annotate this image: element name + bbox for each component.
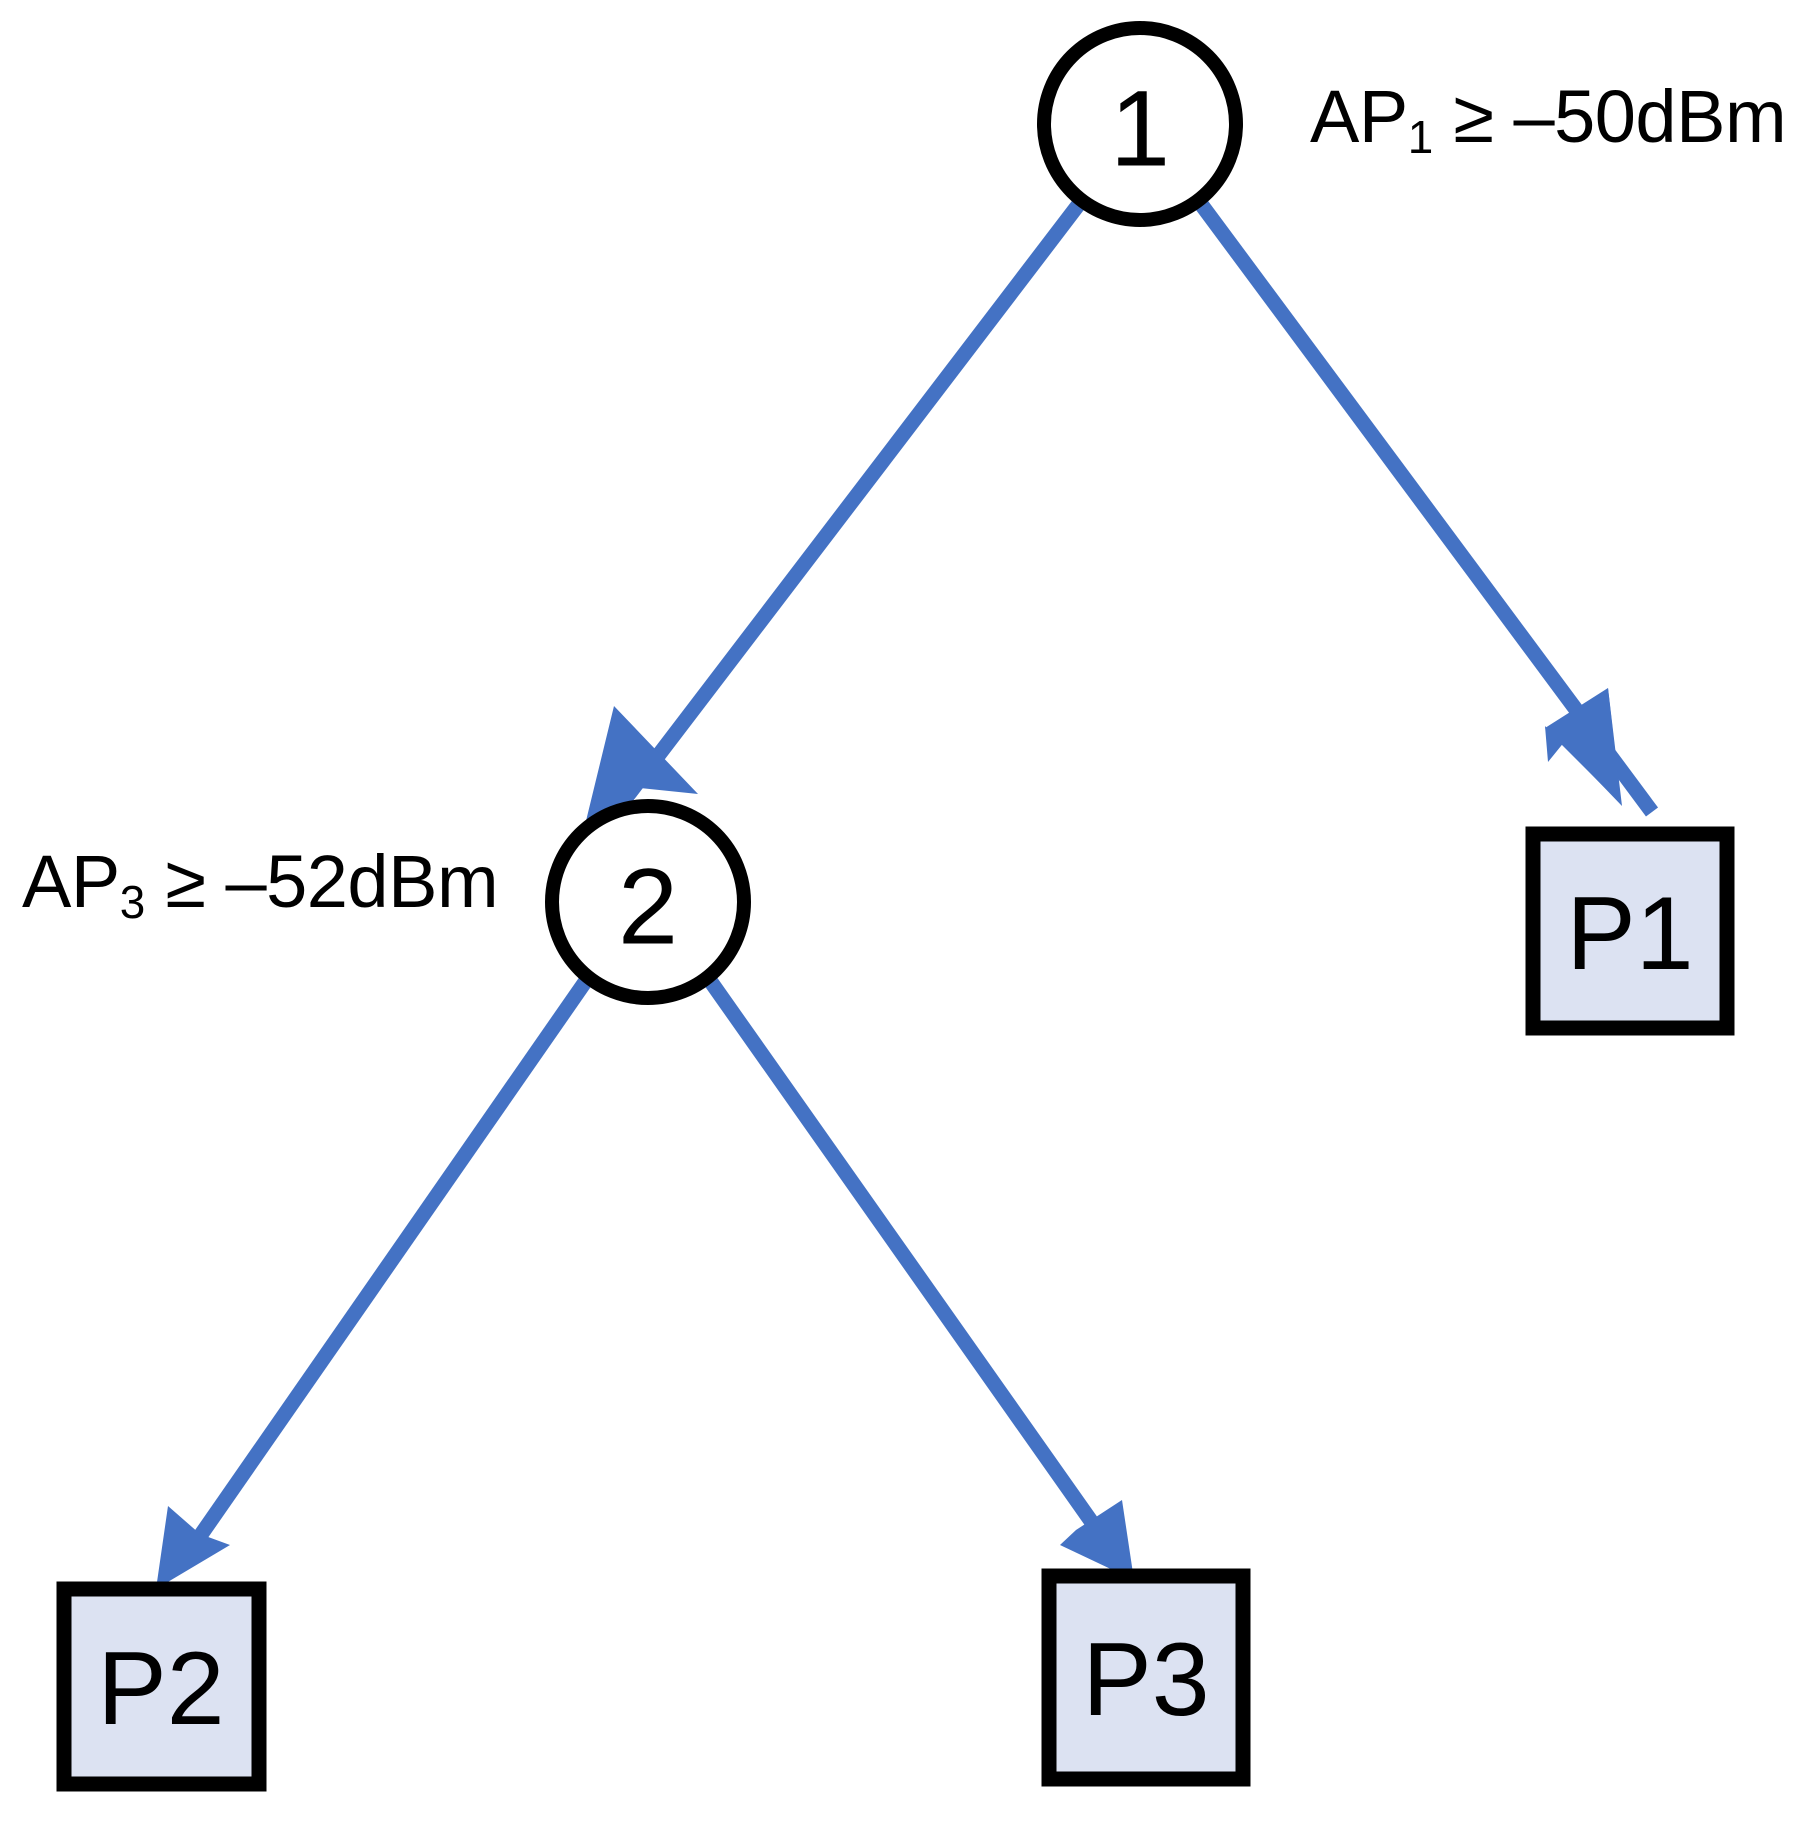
terminal-node-p1-rect [1525,826,1735,1036]
decision-node-1[interactable]: 1 [1037,21,1243,227]
arrowhead-p3 [1060,1500,1134,1580]
edge-line-node2-p3 [697,967,1117,1553]
condition-label-ap3-subscript: 3 [119,876,146,928]
condition-label-ap1-suffix: ≥ –50dBm [1433,75,1787,158]
condition-label-ap3: AP3 ≥ –52dBm [22,845,499,925]
edge-line-node2-p2 [175,967,599,1567]
terminal-node-p2-rect [56,1581,267,1792]
decision-node-2[interactable]: 2 [545,799,751,1005]
terminal-node-p2[interactable]: P2 [56,1581,267,1792]
decision-node-2-label: 2 [618,846,678,967]
condition-label-ap3-prefix: AP [22,840,120,923]
edge-node2-to-p2 [156,967,599,1589]
decision-node-1-label: 1 [1110,68,1170,189]
edge-node2-to-p3 [697,967,1134,1580]
terminal-node-p3-label: P3 [1082,1622,1209,1738]
condition-label-ap1: AP1 ≥ –50dBm [1310,80,1787,160]
terminal-node-p1[interactable]: P1 [1525,826,1735,1036]
condition-label-ap1-prefix: AP [1310,75,1408,158]
terminal-node-p2-label: P2 [97,1631,224,1747]
terminal-node-p3[interactable]: P3 [1041,1568,1251,1787]
terminal-node-p3-rect [1041,1568,1251,1787]
arrowhead-p1-body [1545,688,1621,804]
decision-node-2-circle [545,799,751,1005]
condition-label-ap3-suffix: ≥ –52dBm [145,840,499,923]
edge-line-node1-node2 [600,195,1088,829]
edge-node1-to-p1 [1191,195,1659,817]
terminal-node-p1-label: P1 [1566,876,1693,992]
condition-label-ap1-subscript: 1 [1407,111,1434,163]
arrowhead-p2 [156,1506,230,1589]
decision-node-1-circle [1037,21,1243,227]
edge-node1-to-node2 [576,195,1088,862]
